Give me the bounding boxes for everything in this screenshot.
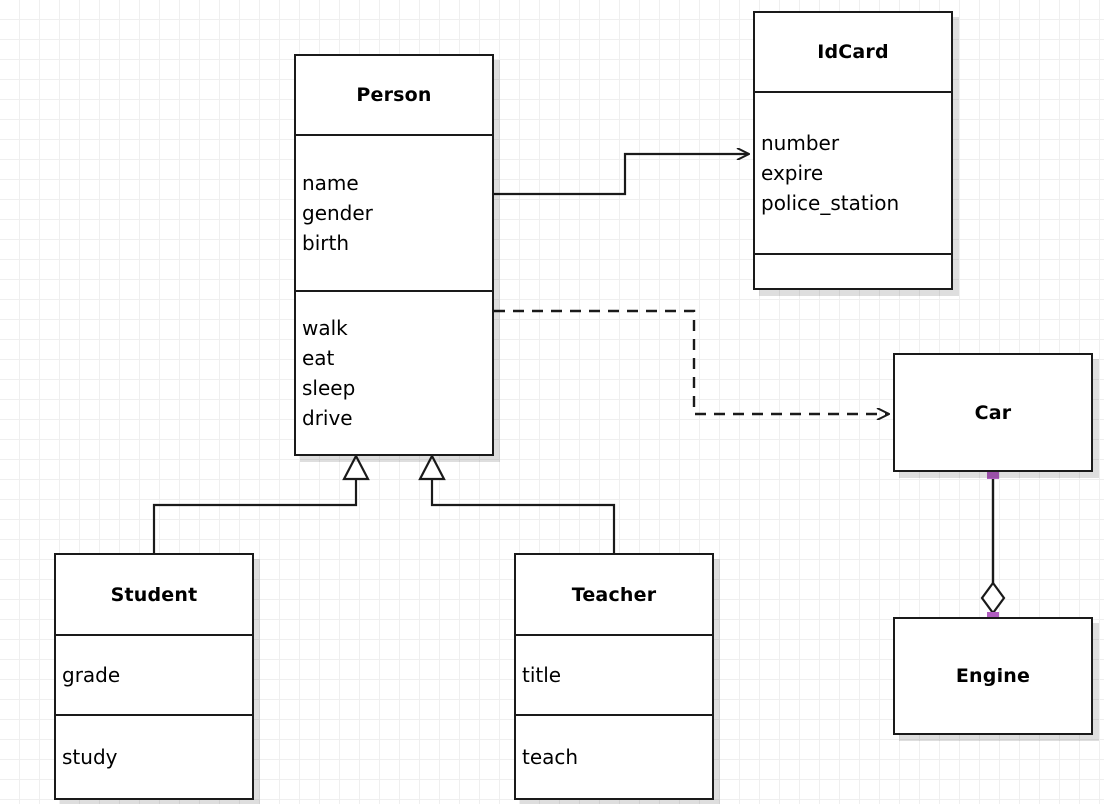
attributes-compartment-teacher[interactable]: title bbox=[516, 634, 712, 714]
attribute-item: expire bbox=[761, 161, 824, 186]
edge-car-engine[interactable] bbox=[980, 467, 1006, 624]
operation-item: teach bbox=[522, 745, 579, 769]
operations-compartment-idcard[interactable] bbox=[755, 253, 951, 288]
edge-teacher-person[interactable] bbox=[418, 453, 616, 553]
attribute-item: police_station bbox=[761, 191, 900, 216]
hollow-triangle-arrowhead bbox=[418, 453, 446, 481]
operation-item: eat bbox=[302, 345, 335, 370]
class-box-car[interactable]: Car bbox=[893, 353, 1093, 472]
operation-item: study bbox=[62, 745, 118, 769]
class-box-student[interactable]: Student grade study bbox=[54, 553, 254, 800]
attribute-item: number bbox=[761, 131, 840, 156]
class-name-car: Car bbox=[974, 401, 1012, 424]
operations-compartment-teacher[interactable]: teach bbox=[516, 714, 712, 798]
edge-person-car[interactable] bbox=[494, 309, 889, 414]
edge-person-idcard[interactable] bbox=[494, 154, 749, 196]
class-name-person: Person bbox=[356, 84, 432, 107]
attributes-compartment-idcard[interactable]: number expire police_station bbox=[755, 90, 951, 254]
attribute-item: title bbox=[522, 663, 562, 687]
class-name-engine: Engine bbox=[955, 665, 1031, 687]
attribute-item: grade bbox=[62, 663, 121, 687]
class-box-person[interactable]: Person name gender birth walk eat sleep … bbox=[294, 54, 494, 456]
operation-item: sleep bbox=[302, 375, 356, 400]
class-box-teacher[interactable]: Teacher title teach bbox=[514, 553, 714, 800]
hollow-triangle-arrowhead bbox=[342, 453, 370, 481]
edge-student-person[interactable] bbox=[152, 453, 370, 553]
attribute-item: birth bbox=[302, 230, 349, 255]
class-box-engine[interactable]: Engine bbox=[893, 617, 1093, 735]
attributes-compartment-student[interactable]: grade bbox=[56, 634, 252, 714]
operations-compartment-person[interactable]: walk eat sleep drive bbox=[296, 289, 492, 454]
class-name-student: Student bbox=[110, 583, 198, 606]
operations-compartment-student[interactable]: study bbox=[56, 714, 252, 798]
attribute-item: gender bbox=[302, 200, 373, 225]
class-name-teacher: Teacher bbox=[571, 583, 657, 606]
hollow-diamond-arrowhead bbox=[980, 581, 1006, 615]
class-box-idcard[interactable]: IdCard number expire police_station bbox=[753, 11, 953, 290]
attribute-item: name bbox=[302, 170, 359, 195]
operation-item: walk bbox=[302, 315, 348, 340]
class-name-idcard: IdCard bbox=[817, 40, 889, 63]
attributes-compartment-person[interactable]: name gender birth bbox=[296, 134, 492, 289]
operation-item: drive bbox=[302, 405, 353, 430]
